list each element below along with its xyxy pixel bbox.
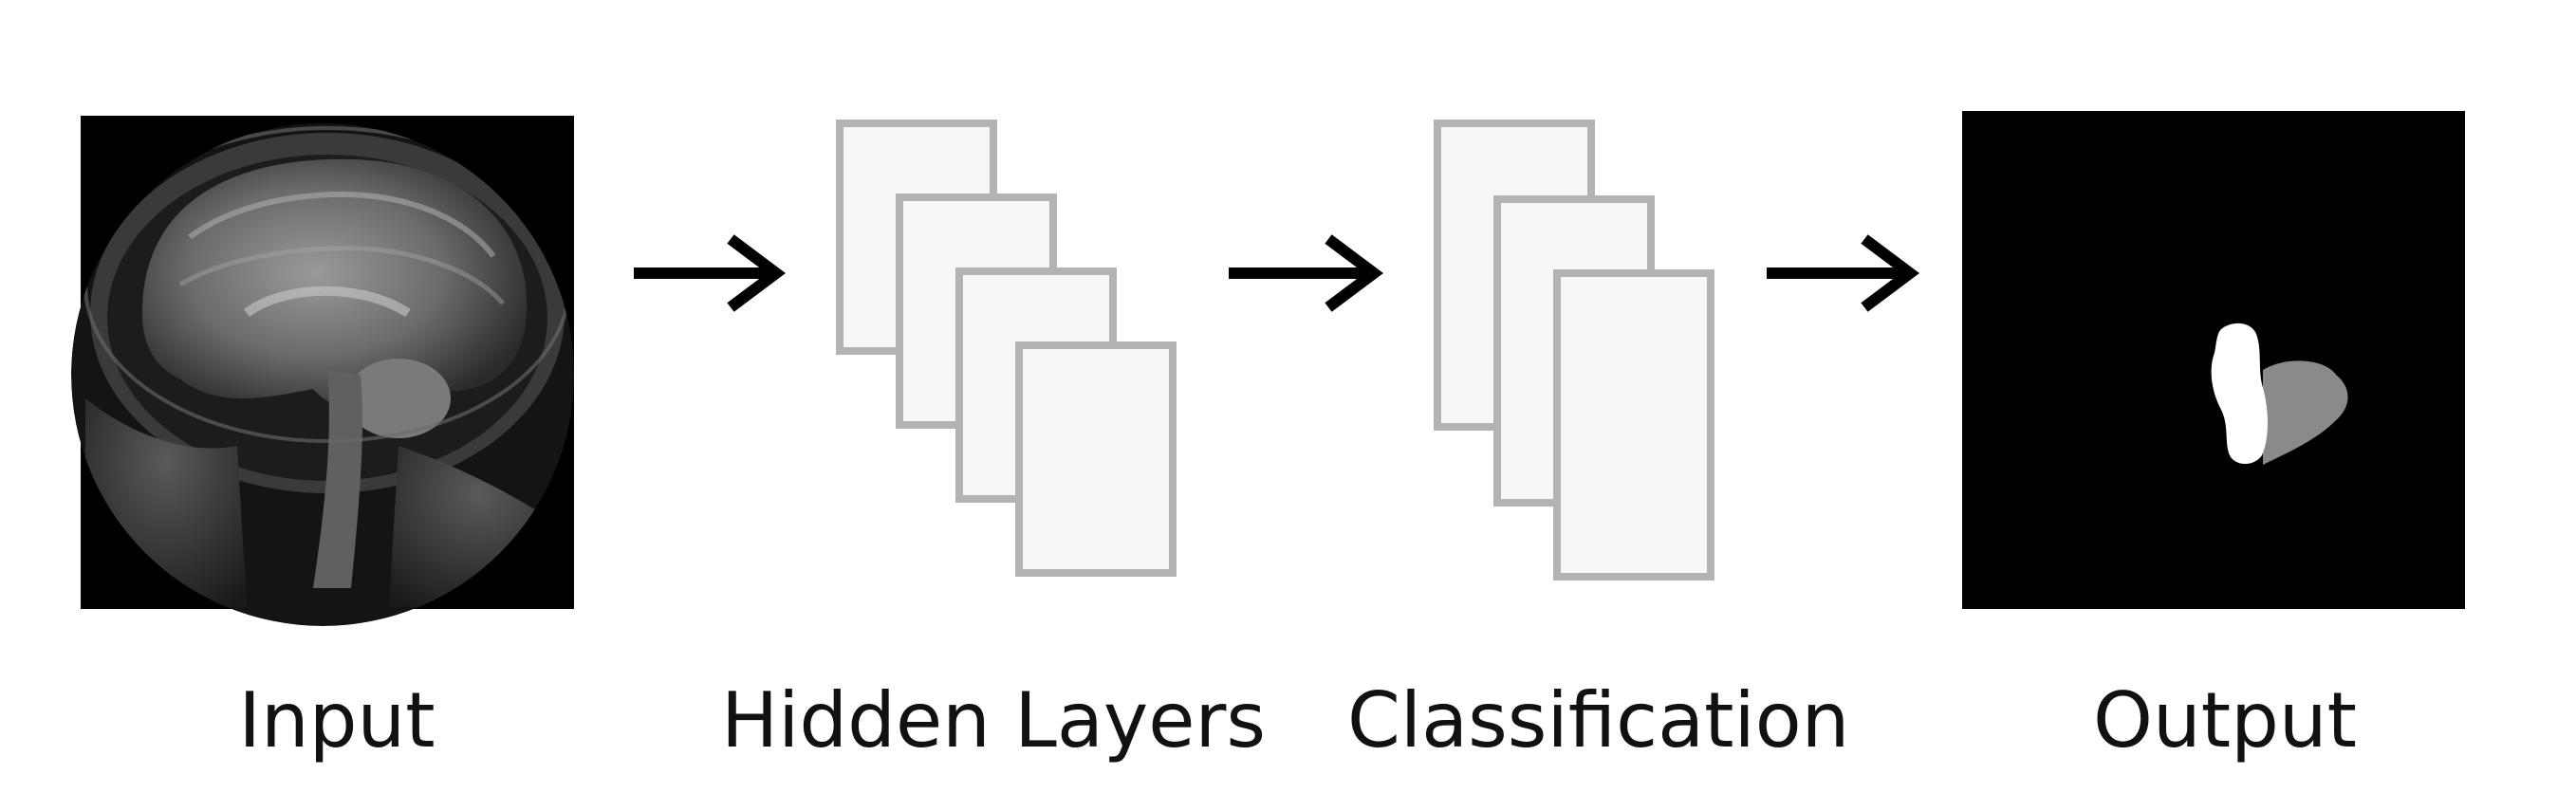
classification-label: Classification bbox=[1347, 676, 1850, 765]
classification-stack bbox=[1434, 120, 1714, 581]
input-mri-image bbox=[71, 116, 574, 626]
mask-white-region bbox=[2211, 323, 2268, 464]
output-label: Output bbox=[2093, 676, 2357, 765]
input-label: Input bbox=[238, 676, 436, 765]
hidden-layers-stack bbox=[836, 120, 1177, 577]
arrow-right-icon bbox=[634, 234, 786, 312]
arrow-right-icon bbox=[1767, 234, 1919, 312]
mask-gray-region bbox=[2263, 360, 2348, 465]
arrow-right-icon bbox=[1229, 234, 1383, 312]
hidden-layers-label: Hidden Layers bbox=[721, 676, 1267, 765]
hidden-layer-4 bbox=[1015, 341, 1177, 577]
classification-layer-3 bbox=[1553, 269, 1714, 581]
output-segmentation-image bbox=[1962, 111, 2465, 609]
